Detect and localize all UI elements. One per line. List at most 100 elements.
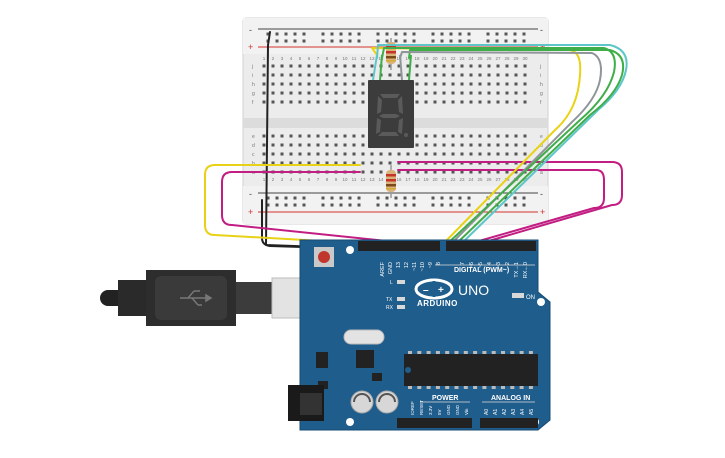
bb-hole[interactable]	[505, 91, 509, 95]
bb-hole[interactable]	[280, 73, 284, 77]
bb-hole[interactable]	[478, 143, 482, 147]
bb-hole[interactable]	[379, 170, 383, 174]
bb-hole[interactable]	[352, 64, 356, 68]
bb-rail-hole[interactable]	[513, 39, 517, 43]
bb-hole[interactable]	[496, 64, 500, 68]
bb-rail-hole[interactable]	[339, 39, 343, 43]
bb-hole[interactable]	[289, 100, 293, 104]
bb-rail-hole[interactable]	[284, 196, 288, 200]
bb-hole[interactable]	[343, 143, 347, 147]
bb-hole[interactable]	[487, 73, 491, 77]
bb-rail-hole[interactable]	[348, 196, 352, 200]
bb-hole[interactable]	[325, 100, 329, 104]
bb-hole[interactable]	[433, 91, 437, 95]
bb-hole[interactable]	[415, 91, 419, 95]
bb-hole[interactable]	[478, 152, 482, 156]
resistor-bottom[interactable]	[386, 165, 396, 198]
bb-hole[interactable]	[523, 100, 527, 104]
bb-hole[interactable]	[343, 134, 347, 138]
bb-hole[interactable]	[451, 170, 455, 174]
bb-rail-hole[interactable]	[504, 32, 508, 36]
bb-hole[interactable]	[289, 82, 293, 86]
bb-rail-hole[interactable]	[403, 203, 407, 207]
bb-rail-hole[interactable]	[394, 203, 398, 207]
bb-hole[interactable]	[307, 161, 311, 165]
bb-rail-hole[interactable]	[385, 32, 389, 36]
bb-hole[interactable]	[280, 82, 284, 86]
bb-hole[interactable]	[334, 134, 338, 138]
bb-hole[interactable]	[451, 143, 455, 147]
bb-rail-hole[interactable]	[431, 203, 435, 207]
bb-hole[interactable]	[397, 170, 401, 174]
bb-rail-hole[interactable]	[440, 32, 444, 36]
bb-hole[interactable]	[505, 64, 509, 68]
bb-hole[interactable]	[280, 161, 284, 165]
bb-hole[interactable]	[433, 100, 437, 104]
bb-rail-hole[interactable]	[339, 196, 343, 200]
bb-hole[interactable]	[271, 64, 275, 68]
bb-hole[interactable]	[343, 73, 347, 77]
bb-hole[interactable]	[307, 152, 311, 156]
bb-hole[interactable]	[442, 100, 446, 104]
bb-rail-hole[interactable]	[385, 203, 389, 207]
bb-hole[interactable]	[496, 170, 500, 174]
bb-hole[interactable]	[370, 161, 374, 165]
bb-hole[interactable]	[460, 100, 464, 104]
bb-hole[interactable]	[442, 64, 446, 68]
bb-rail-hole[interactable]	[302, 196, 306, 200]
bb-hole[interactable]	[262, 82, 266, 86]
bb-hole[interactable]	[514, 143, 518, 147]
bb-hole[interactable]	[469, 82, 473, 86]
bb-rail-hole[interactable]	[293, 32, 297, 36]
bb-rail-hole[interactable]	[504, 203, 508, 207]
bb-hole[interactable]	[352, 100, 356, 104]
bb-rail-hole[interactable]	[403, 32, 407, 36]
bb-hole[interactable]	[406, 73, 410, 77]
bb-hole[interactable]	[388, 73, 392, 77]
bb-hole[interactable]	[505, 100, 509, 104]
bb-hole[interactable]	[370, 73, 374, 77]
bb-hole[interactable]	[451, 73, 455, 77]
bb-rail-hole[interactable]	[440, 203, 444, 207]
bb-hole[interactable]	[478, 134, 482, 138]
bb-hole[interactable]	[478, 64, 482, 68]
bb-rail-hole[interactable]	[522, 39, 526, 43]
bb-rail-hole[interactable]	[440, 196, 444, 200]
bb-hole[interactable]	[523, 73, 527, 77]
bb-hole[interactable]	[280, 143, 284, 147]
bb-hole[interactable]	[298, 152, 302, 156]
bb-hole[interactable]	[262, 152, 266, 156]
bb-hole[interactable]	[478, 170, 482, 174]
bb-hole[interactable]	[280, 100, 284, 104]
bb-hole[interactable]	[325, 82, 329, 86]
bb-hole[interactable]	[478, 82, 482, 86]
bb-rail-hole[interactable]	[522, 196, 526, 200]
bb-rail-hole[interactable]	[449, 203, 453, 207]
bb-hole[interactable]	[496, 100, 500, 104]
bb-hole[interactable]	[325, 64, 329, 68]
bb-hole[interactable]	[262, 134, 266, 138]
bb-hole[interactable]	[361, 91, 365, 95]
bb-hole[interactable]	[298, 91, 302, 95]
bb-hole[interactable]	[433, 73, 437, 77]
bb-rail-hole[interactable]	[275, 196, 279, 200]
bb-hole[interactable]	[469, 143, 473, 147]
bb-rail-hole[interactable]	[385, 39, 389, 43]
bb-hole[interactable]	[424, 91, 428, 95]
bb-hole[interactable]	[433, 82, 437, 86]
bb-hole[interactable]	[487, 170, 491, 174]
seven-segment-display[interactable]: 8	[368, 80, 414, 148]
bb-hole[interactable]	[523, 64, 527, 68]
bb-rail-hole[interactable]	[266, 203, 270, 207]
bb-rail-hole[interactable]	[275, 203, 279, 207]
bb-hole[interactable]	[316, 73, 320, 77]
bb-hole[interactable]	[280, 134, 284, 138]
bb-hole[interactable]	[442, 143, 446, 147]
bb-hole[interactable]	[505, 82, 509, 86]
digital-header-left[interactable]	[358, 241, 440, 251]
bb-hole[interactable]	[352, 91, 356, 95]
bb-hole[interactable]	[460, 73, 464, 77]
bb-hole[interactable]	[334, 161, 338, 165]
bb-hole[interactable]	[487, 134, 491, 138]
bb-hole[interactable]	[361, 82, 365, 86]
